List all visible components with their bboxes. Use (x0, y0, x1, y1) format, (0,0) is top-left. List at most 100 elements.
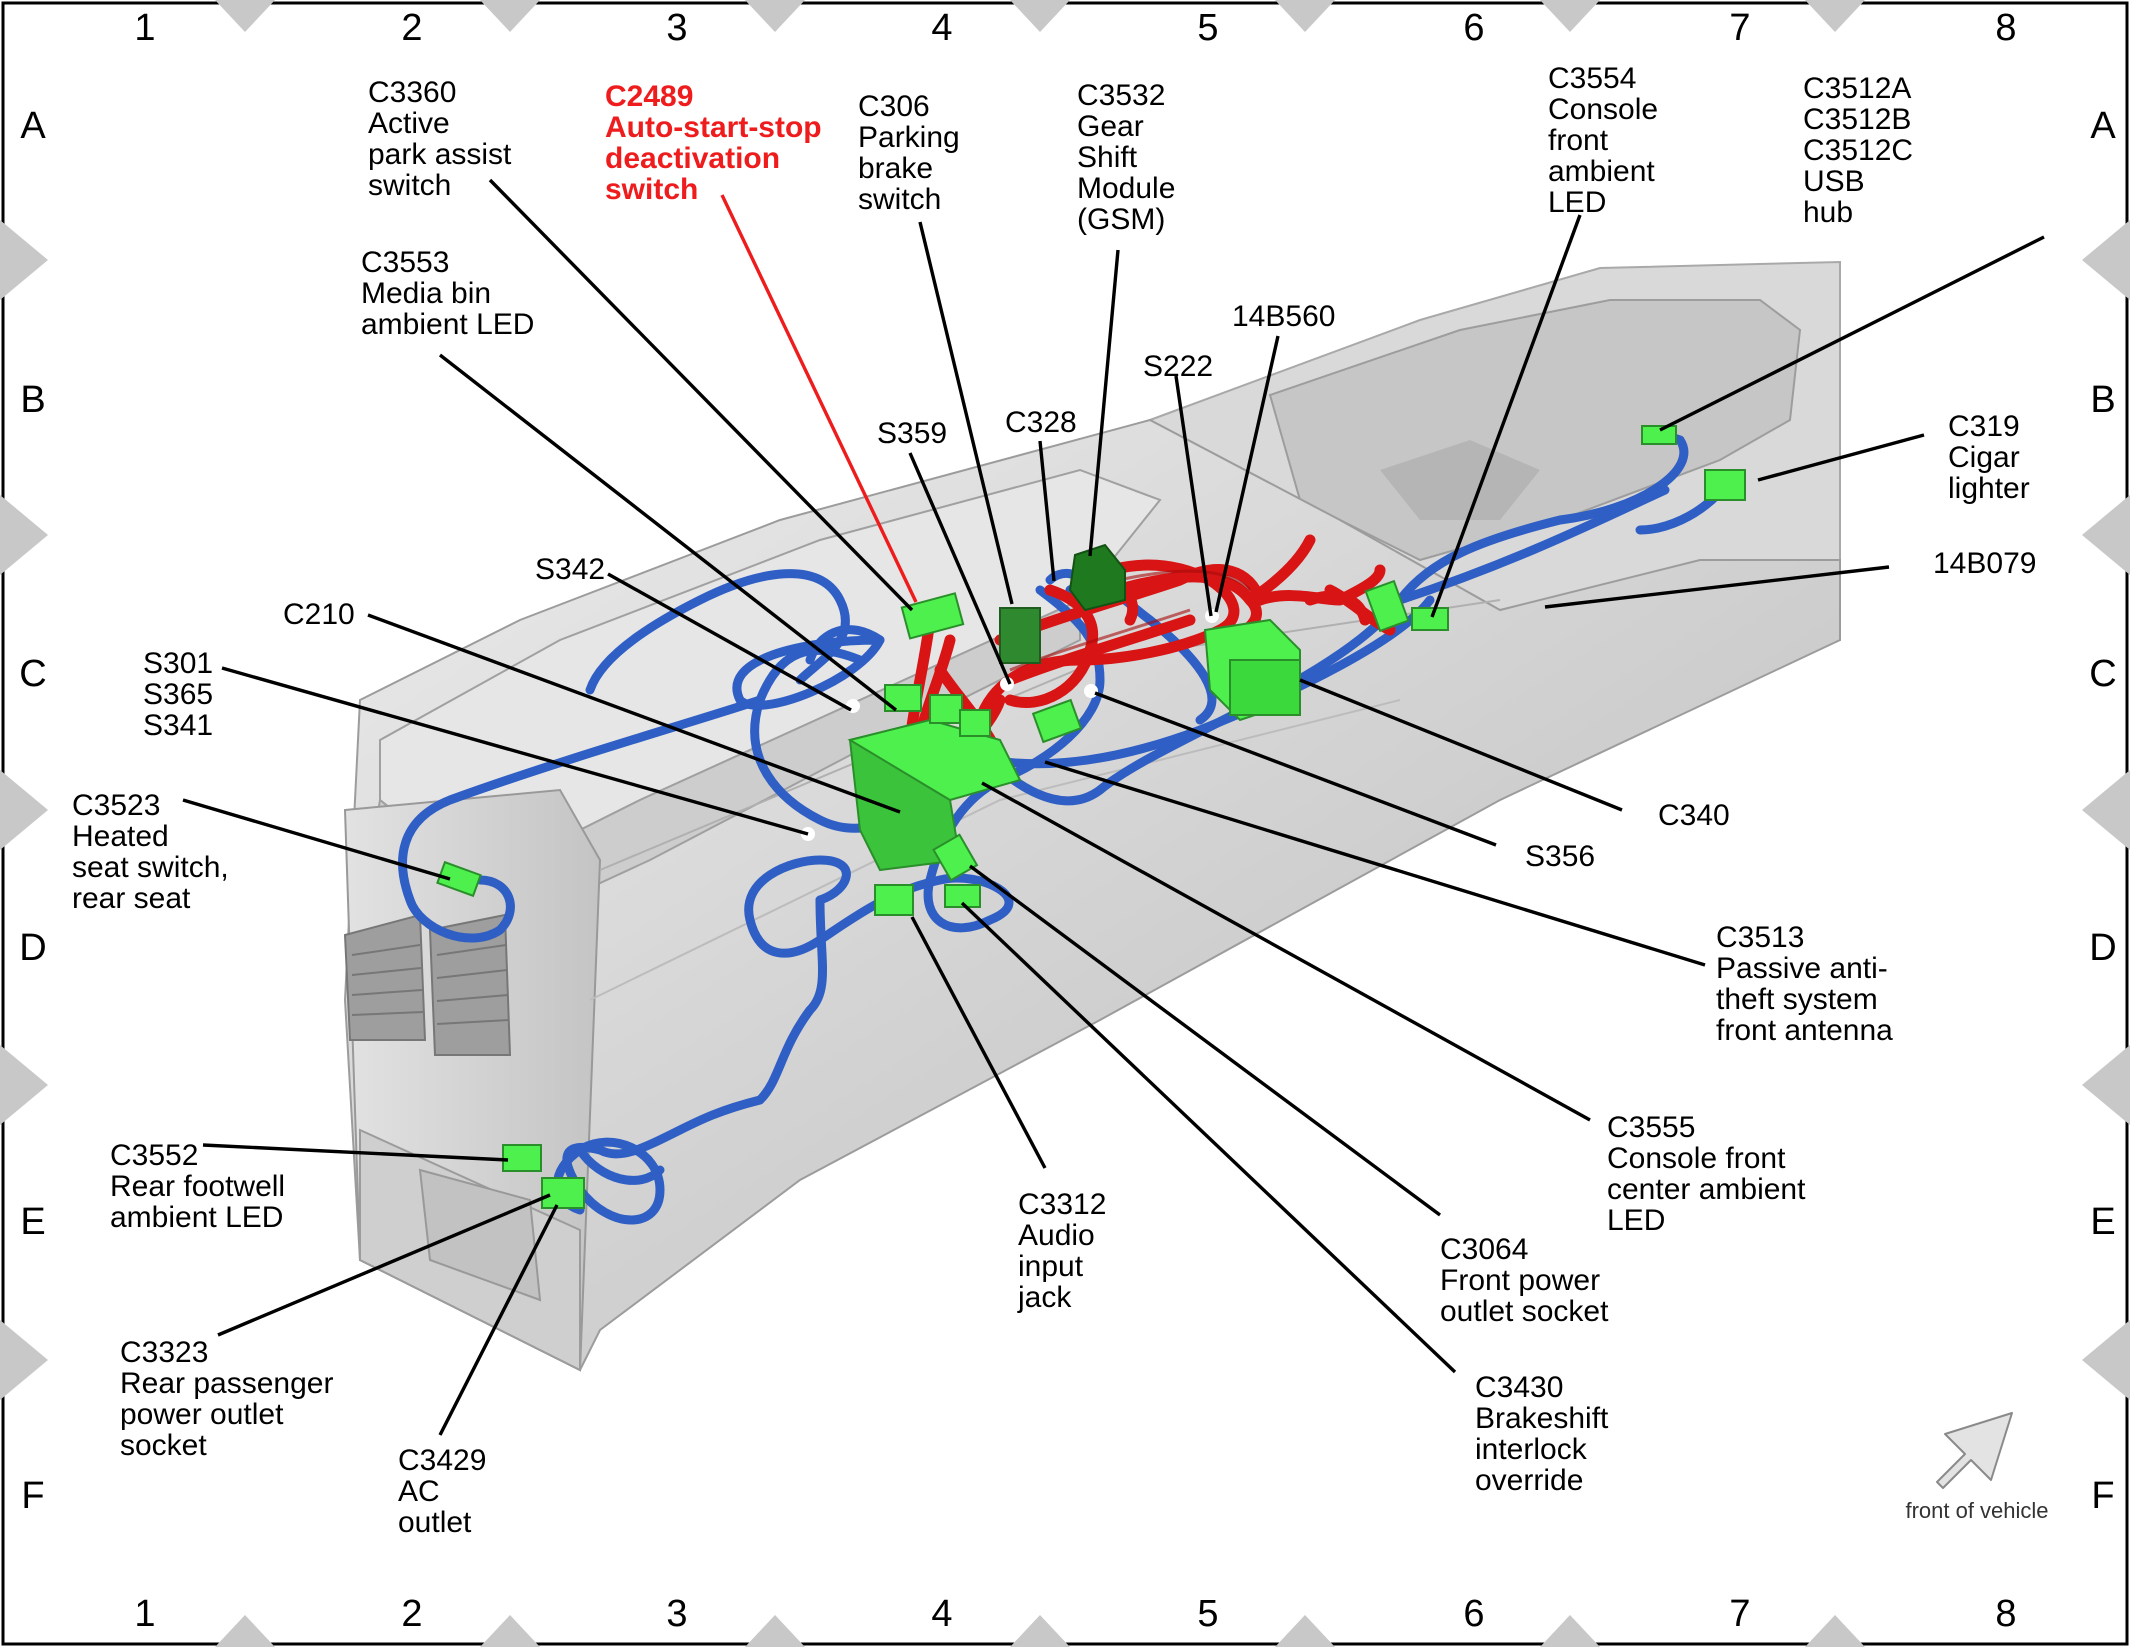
grid-col-6-bottom: 6 (1463, 1593, 1484, 1635)
callout-c3552-line: C3552 (110, 1139, 198, 1172)
callout-c3360: C3360 Active park assist switch (368, 76, 520, 202)
callout-c3554-line: LED (1548, 186, 1606, 219)
grid-row-f: F (21, 1475, 44, 1517)
grid-col-2-bottom: 2 (401, 1593, 422, 1635)
callout-c3513-line: front antenna (1716, 1014, 1893, 1047)
callout-c319: C319 Cigar lighter (1948, 410, 2030, 505)
callout-c3523-line: C3523 (72, 789, 160, 822)
callout-c306: C306 Parking brake switch (858, 90, 968, 216)
rear-ac-vents (343, 913, 512, 1056)
callout-c3430-line: C3430 (1475, 1371, 1563, 1404)
grid-col-5: 5 (1197, 7, 1218, 49)
grid-row-f-right: F (2091, 1475, 2114, 1517)
grid-col-5-bottom: 5 (1197, 1593, 1218, 1635)
grid-row-a-right: A (2090, 105, 2116, 147)
callout-c3554-line: front (1548, 124, 1609, 157)
callout-c2489-line: switch (605, 173, 698, 206)
callout-c3512: C3512A C3512B C3512C USB hub (1803, 72, 1921, 229)
callout-c3553-line: C3553 (361, 246, 449, 279)
splice-markers (801, 609, 1219, 841)
callout-c3532-line: Gear (1077, 110, 1144, 143)
callout-s342: S342 (535, 553, 605, 586)
callout-c3064-line: outlet socket (1440, 1295, 1609, 1328)
callout-c3552-line: Rear footwell (110, 1170, 285, 1203)
grid-col-8-bottom: 8 (1995, 1593, 2016, 1635)
callout-c3513: C3513 Passive anti- theft system front a… (1716, 921, 1896, 1047)
callout-s301-line: S301 (143, 647, 213, 680)
callout-c3553-line: Media bin (361, 277, 491, 310)
callout-c3429-line: AC (398, 1475, 440, 1508)
callout-c3312-line: C3312 (1018, 1188, 1106, 1221)
callout-c3532-line: Module (1077, 172, 1175, 205)
callout-s359: S359 (877, 417, 947, 450)
callout-c306-line: C306 (858, 90, 930, 123)
callout-c3360-line: switch (368, 169, 451, 202)
callout-c306-line: switch (858, 183, 941, 216)
callout-c3512-line: C3512A (1803, 72, 1911, 105)
callout-c306-line: brake (858, 152, 933, 185)
callout-s356: S356 (1525, 840, 1595, 873)
callout-c3555-line: C3555 (1607, 1111, 1695, 1144)
callout-c3554-line: C3554 (1548, 62, 1636, 95)
grid-row-e: E (20, 1201, 45, 1243)
callout-c3360-line: C3360 (368, 76, 456, 109)
callout-c3430-line: Brakeshift (1475, 1402, 1609, 1435)
callout-c328: C328 (1005, 406, 1077, 439)
callout-c3552-line: ambient LED (110, 1201, 283, 1234)
grid-row-c-right: C (2089, 653, 2116, 695)
grid-col-7-bottom: 7 (1729, 1593, 1750, 1635)
grid-row-a: A (20, 105, 46, 147)
callout-s301-s365-s341: S301 S365 S341 (143, 647, 221, 742)
callout-c306-line: Parking (858, 121, 960, 154)
front-arrow-icon (1936, 1412, 2013, 1489)
grid-col-4-bottom: 4 (931, 1593, 952, 1635)
callout-c3555-line: LED (1607, 1204, 1665, 1237)
callout-c3553: C3553 Media bin ambient LED (361, 246, 534, 341)
grid-col-3-bottom: 3 (666, 1593, 687, 1635)
grid-row-b: B (20, 379, 45, 421)
grid-row-c: C (19, 653, 46, 695)
callout-c319-line: lighter (1948, 472, 2030, 505)
callout-c3430-line: override (1475, 1464, 1583, 1497)
callout-s301-line: S341 (143, 709, 213, 742)
grid-col-8: 8 (1995, 7, 2016, 49)
callout-c3554: C3554 Console front ambient LED (1548, 62, 1666, 219)
callout-c319-line: Cigar (1948, 441, 2020, 474)
callout-c3429-line: C3429 (398, 1444, 486, 1477)
callout-14b079: 14B079 (1933, 547, 2036, 580)
callout-c3323-line: socket (120, 1429, 207, 1462)
callout-c3554-line: Console (1548, 93, 1658, 126)
callout-c340: C340 (1658, 799, 1730, 832)
callout-c3512-line: USB (1803, 165, 1865, 198)
callout-c3532-line: C3532 (1077, 79, 1165, 112)
callout-c3323-line: Rear passenger (120, 1367, 333, 1400)
callout-c3064: C3064 Front power outlet socket (1440, 1233, 1609, 1328)
callout-c3512-line: C3512B (1803, 103, 1911, 136)
grid-col-4: 4 (931, 7, 952, 49)
callout-c210: C210 (283, 598, 355, 631)
callout-c3554-line: ambient (1548, 155, 1655, 188)
callout-c3323: C3323 Rear passenger power outlet socket (120, 1336, 342, 1462)
front-of-vehicle-label: front of vehicle (1905, 1498, 2048, 1523)
callout-c3512-line: C3512C (1803, 134, 1913, 167)
front-of-vehicle-indicator: front of vehicle (1905, 1412, 2049, 1523)
callout-c3523-line: Heated (72, 820, 169, 853)
callout-c3523: C3523 Heated seat switch, rear seat (72, 789, 237, 915)
callout-c3523-line: rear seat (72, 882, 191, 915)
callout-c3429-line: outlet (398, 1506, 472, 1539)
callout-c3430-line: interlock (1475, 1433, 1588, 1466)
callout-c2489-line: C2489 (605, 80, 693, 113)
grid-row-b-right: B (2090, 379, 2115, 421)
callout-c2489-highlighted: C2489 Auto-start-stop deactivation switc… (605, 80, 830, 206)
callout-c3553-line: ambient LED (361, 308, 534, 341)
callout-c319-line: C319 (1948, 410, 2020, 443)
callout-c3360-line: park assist (368, 138, 512, 171)
callout-14b560: 14B560 (1232, 300, 1335, 333)
callout-c3513-line: theft system (1716, 983, 1878, 1016)
grid-col-6: 6 (1463, 7, 1484, 49)
callout-s222: S222 (1143, 350, 1213, 383)
callout-c3312-line: jack (1017, 1281, 1072, 1314)
callout-c3312-line: Audio (1018, 1219, 1095, 1252)
